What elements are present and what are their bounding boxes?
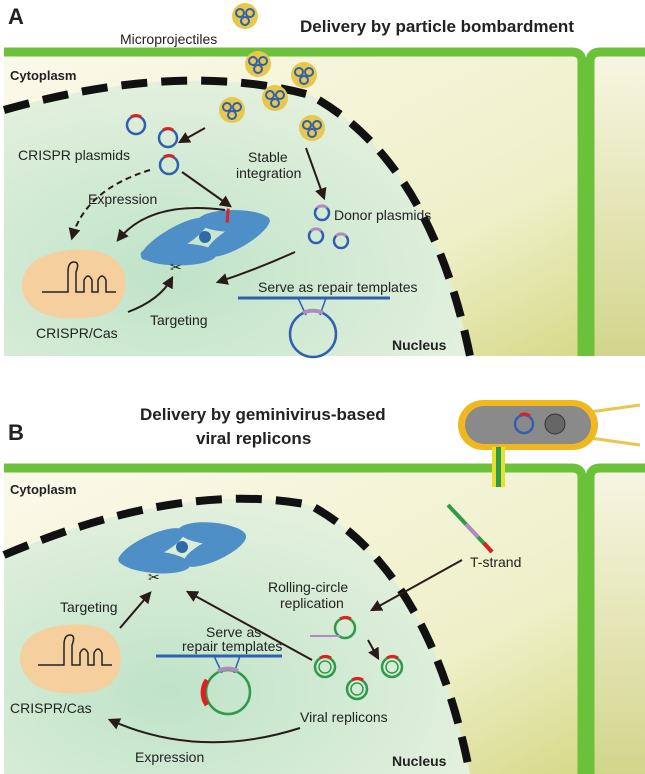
donor-plasmids-label: Donor plasmids <box>334 207 431 223</box>
repair-label-line1: Serve as <box>206 624 261 640</box>
targeting-label-a: Targeting <box>150 312 208 328</box>
microprojectiles-label: Microprojectiles <box>120 31 217 47</box>
cell-wall-b <box>4 463 587 774</box>
donor-plasmids-a <box>307 204 350 250</box>
nuclear-envelope-b <box>2 494 474 774</box>
cas-protein-a <box>21 249 126 319</box>
viral-replicons-label: Viral replicons <box>300 709 388 725</box>
t-strand-icon <box>446 503 494 554</box>
panel-a: A Delivery by particle bombardment Micro… <box>2 3 645 359</box>
panel-a-title: Delivery by particle bombardment <box>300 17 574 36</box>
stable-label-line1: Stable <box>248 149 288 165</box>
nucleus-label-a: Nucleus <box>392 337 447 353</box>
crispr-plasmids-a <box>125 114 180 176</box>
cell-wall-adjacent-a <box>585 47 645 356</box>
targeting-label-b: Targeting <box>60 599 118 615</box>
arrows-a <box>68 127 327 313</box>
adjacent-cell-b <box>592 468 645 774</box>
crispr-cas-label-a: CRISPR/Cas <box>36 325 118 341</box>
viral-replicons <box>313 654 404 701</box>
repair-label-line2: repair templates <box>182 638 282 654</box>
cytoplasm-label-b: Cytoplasm <box>10 482 76 497</box>
agrobacterium-icon <box>458 400 641 487</box>
arrows-b <box>107 559 463 744</box>
nucleus-region-b <box>4 498 470 774</box>
cytoplasm-label-a: Cytoplasm <box>10 68 76 83</box>
panel-b-title-line2: viral replicons <box>196 429 311 448</box>
t-strand-label: T-strand <box>470 554 521 570</box>
panel-b: B Delivery by geminivirus-based viral re… <box>2 400 645 774</box>
cas-protein-b <box>19 624 121 694</box>
chromosome-a <box>140 208 270 266</box>
panel-a-letter: A <box>8 4 24 29</box>
rolling-label-line2: replication <box>280 595 344 611</box>
expression-label-b: Expression <box>135 749 204 765</box>
guide-rna-b <box>38 634 112 666</box>
cell-wall-a <box>4 47 587 356</box>
scissors-icon-a: ✂ <box>170 259 182 275</box>
expression-label-a: Expression <box>88 191 157 207</box>
rolling-label-line1: Rolling-circle <box>268 579 348 595</box>
nucleus-label-b: Nucleus <box>392 753 447 769</box>
guide-rna-a <box>42 261 116 293</box>
scissors-icon-b: ✂ <box>148 569 160 585</box>
panel-b-letter: B <box>8 420 24 445</box>
panel-b-title-line1: Delivery by geminivirus-based <box>140 405 386 424</box>
crispr-plasmids-label: CRISPR plasmids <box>18 147 130 163</box>
stable-label-line2: integration <box>236 165 301 181</box>
adjacent-cell-a <box>592 52 645 356</box>
crispr-cas-label-b: CRISPR/Cas <box>10 700 92 716</box>
cell-wall-adjacent-b <box>585 463 645 774</box>
repair-templates-label-a: Serve as repair templates <box>258 279 418 295</box>
microprojectile-particles <box>219 3 325 141</box>
rolling-circle-replicon <box>310 615 357 640</box>
chromosome-b <box>118 522 247 574</box>
